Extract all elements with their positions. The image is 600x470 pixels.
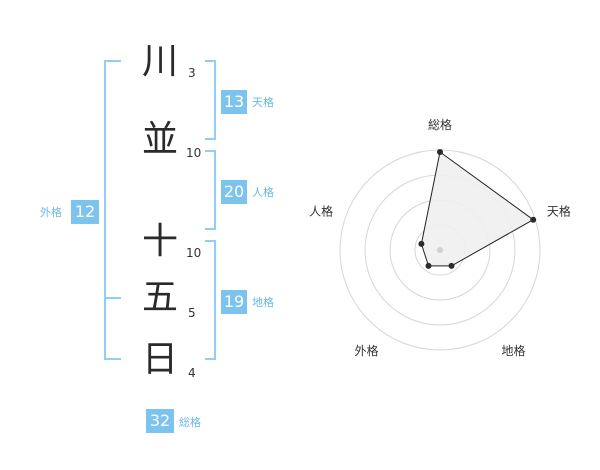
name-char-3: 十 [141, 221, 178, 262]
gaikaku-value-badge: 12 [71, 200, 99, 224]
stroke-count-3: 10 [186, 246, 202, 260]
tenkaku-bracket [205, 60, 216, 140]
chikaku-label: 地格 [252, 296, 274, 309]
chikaku-bracket [205, 240, 216, 360]
radar-center-dot [437, 247, 443, 253]
radar-point-4 [425, 262, 432, 269]
name-char-4: 五 [141, 277, 178, 318]
jinkaku-label: 人格 [252, 186, 274, 199]
stroke-count-4: 5 [188, 306, 196, 320]
name-char-1: 川 [141, 41, 178, 82]
radar-point-2 [530, 216, 537, 223]
radar-point-3 [448, 262, 455, 269]
radar-axis-label-3: 地格 [501, 343, 525, 358]
gaikaku-bracket-divider [104, 297, 121, 299]
radar-axis-label-1: 総格 [428, 117, 452, 132]
name-char-2: 並 [141, 119, 178, 160]
stroke-count-5: 4 [188, 366, 196, 380]
radar-axis-label-4: 外格 [354, 343, 378, 358]
radar-points [418, 149, 537, 269]
radar-axis-label-2: 天格 [547, 203, 571, 218]
gaikaku-label: 外格 [40, 206, 62, 219]
chikaku-value-badge: 19 [221, 290, 247, 314]
radar-axis-label-5: 人格 [309, 203, 333, 218]
name-char-5: 日 [141, 339, 178, 380]
jinkaku-bracket [205, 150, 216, 230]
gaikaku-bracket [104, 60, 121, 360]
tenkaku-value-badge: 13 [221, 90, 247, 114]
radar-area [420, 151, 535, 267]
radar-point-1 [437, 149, 443, 155]
tenkaku-label: 天格 [252, 96, 274, 109]
soukaku-value-badge: 32 [146, 409, 174, 433]
stroke-count-1: 3 [188, 66, 196, 80]
soukaku-label: 総格 [179, 416, 201, 429]
stroke-count-2: 10 [186, 146, 202, 160]
radar-point-5 [418, 240, 425, 247]
jinkaku-value-badge: 20 [221, 180, 247, 204]
